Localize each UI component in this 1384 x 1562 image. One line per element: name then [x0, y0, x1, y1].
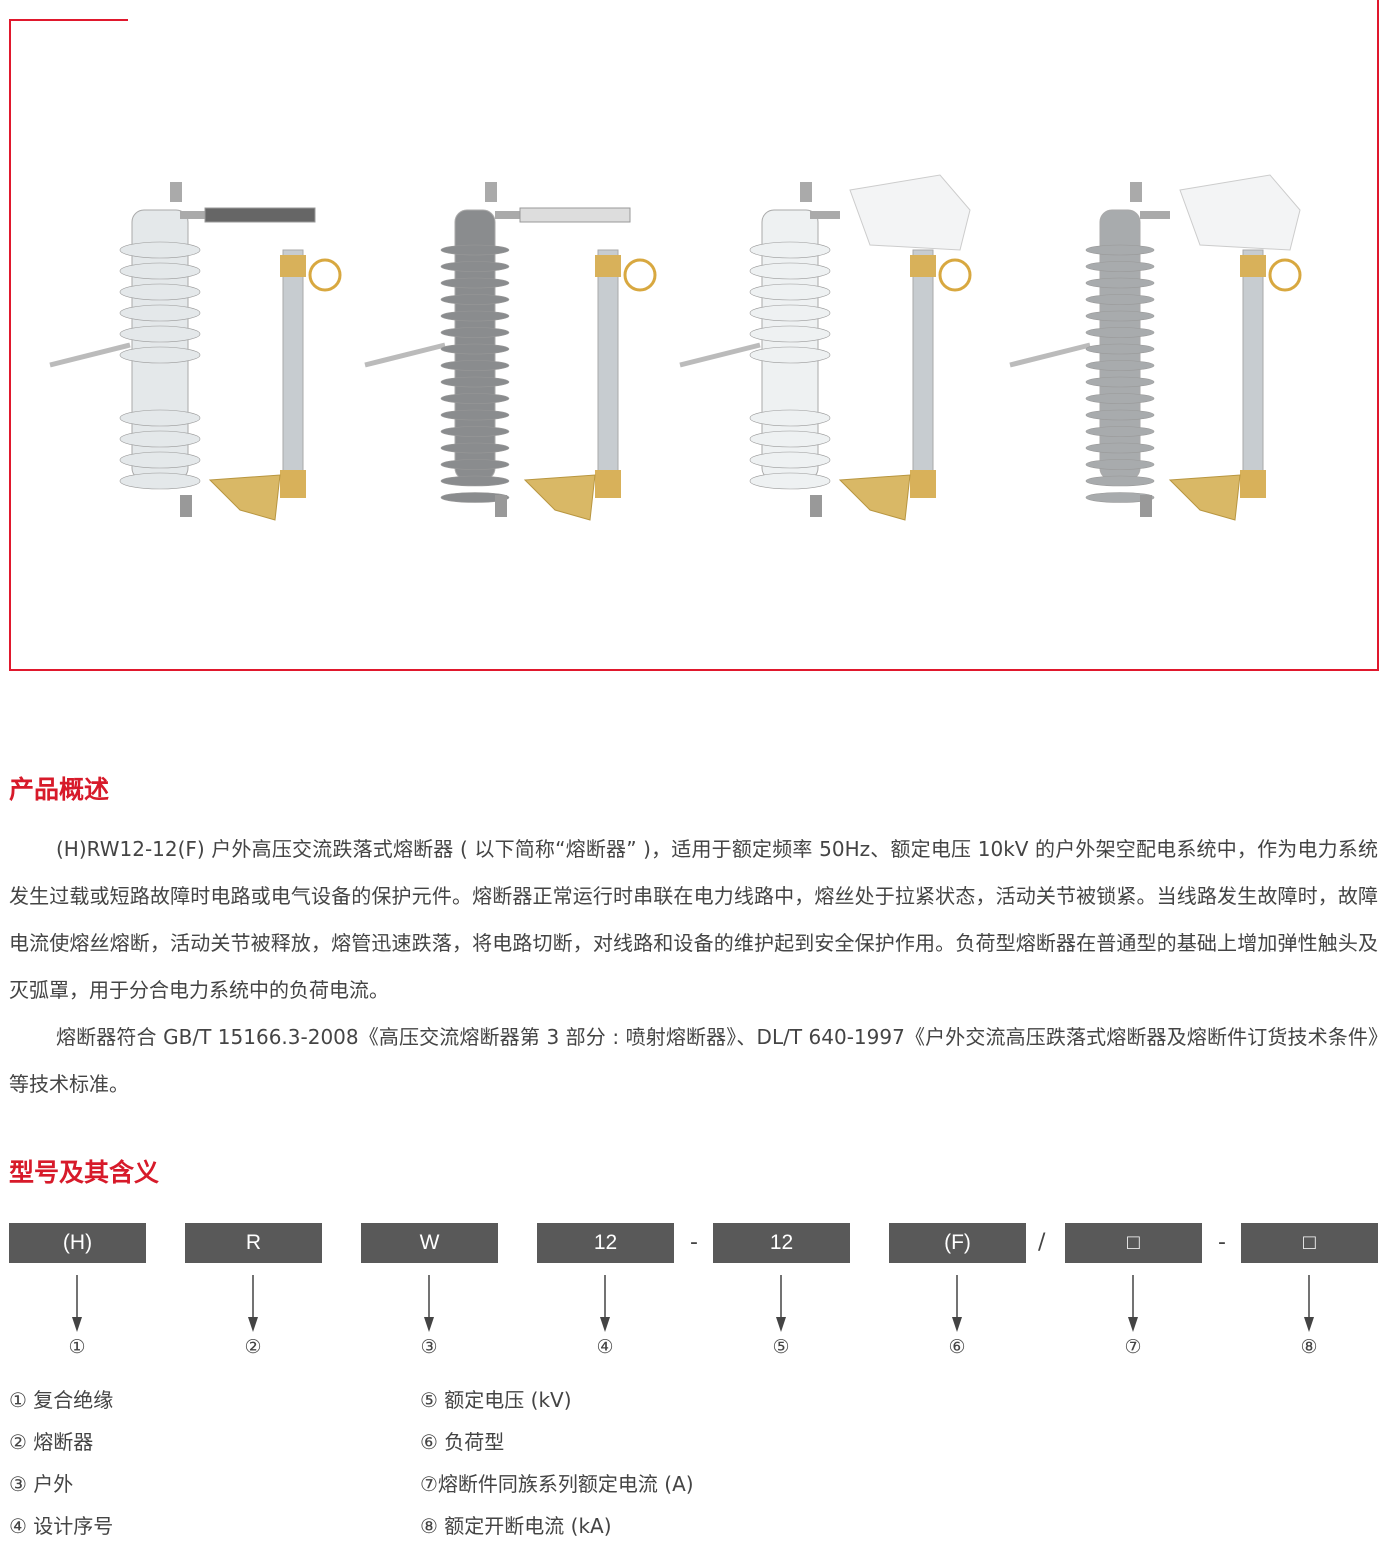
product-image	[670, 170, 990, 540]
legend-item: ② 熔断器	[9, 1430, 94, 1454]
overview-heading: 产品概述	[9, 775, 110, 804]
arrow-down-icon	[72, 1275, 82, 1332]
model-position-number: ①	[68, 1336, 86, 1358]
legend-item: ⑥ 负荷型	[420, 1430, 505, 1454]
model-code-box: W	[361, 1223, 498, 1263]
model-code-box: R	[185, 1223, 322, 1263]
arrow-down-icon	[1304, 1275, 1314, 1332]
legend-item: ⑧ 额定开断电流 (kA)	[420, 1514, 612, 1538]
model-position-number: ③	[420, 1336, 438, 1358]
legend-item: ③ 户外	[9, 1472, 74, 1496]
model-position-number: ⑥	[948, 1336, 966, 1358]
product-image	[1000, 170, 1320, 540]
arrow-down-icon	[424, 1275, 434, 1332]
model-separator: /	[1038, 1230, 1046, 1255]
model-position-number: ⑧	[1300, 1336, 1318, 1358]
model-heading: 型号及其含义	[9, 1158, 160, 1187]
model-position-number: ②	[244, 1336, 262, 1358]
legend-item: ④ 设计序号	[9, 1514, 114, 1538]
overview-paragraph: 熔断器符合 GB/T 15166.3-2008《高压交流熔断器第 3 部分 : …	[9, 1025, 1378, 1096]
arrow-down-icon	[776, 1275, 786, 1332]
model-code-box: 12	[537, 1223, 674, 1263]
model-position-number: ④	[596, 1336, 614, 1358]
arrow-down-icon	[248, 1275, 258, 1332]
arrow-down-icon	[952, 1275, 962, 1332]
model-position-number: ⑤	[772, 1336, 790, 1358]
model-position-number: ⑦	[1124, 1336, 1142, 1358]
model-code-box: □	[1065, 1223, 1202, 1263]
product-image	[355, 170, 675, 540]
overview-text: (H)RW12-12(F) 户外高压交流跌落式熔断器 ( 以下简称“熔断器” )…	[9, 826, 1378, 1108]
product-image	[40, 170, 360, 540]
model-code-box: 12	[713, 1223, 850, 1263]
arrow-down-icon	[600, 1275, 610, 1332]
legend-item: ① 复合绝缘	[9, 1388, 114, 1412]
model-code-box: (H)	[9, 1223, 146, 1263]
arrow-down-icon	[1128, 1275, 1138, 1332]
model-separator: -	[690, 1230, 698, 1255]
model-code-box: □	[1241, 1223, 1378, 1263]
legend-item: ⑤ 额定电压 (kV)	[420, 1388, 572, 1412]
overview-paragraph: (H)RW12-12(F) 户外高压交流跌落式熔断器 ( 以下简称“熔断器” )…	[9, 837, 1378, 1002]
model-code-box: (F)	[889, 1223, 1026, 1263]
legend-item: ⑦熔断件同族系列额定电流 (A)	[420, 1472, 694, 1496]
model-separator: -	[1218, 1230, 1226, 1255]
